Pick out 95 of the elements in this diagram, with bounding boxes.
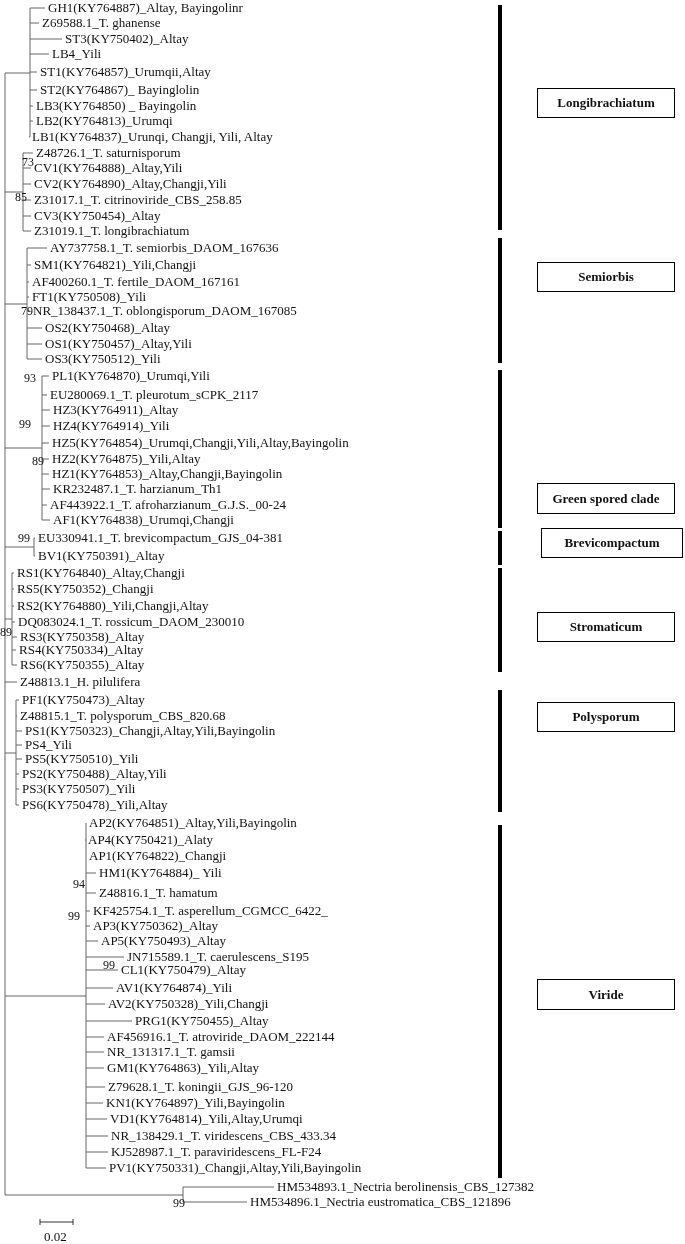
taxon-label: Z79628.1_T. koningii_GJS_96-120 bbox=[108, 1079, 293, 1095]
taxon-label: EU330941.1_T. brevicompactum_GJS_04-381 bbox=[38, 530, 283, 546]
taxon-label: NR_138437.1_T. oblongisporum_DAOM_167085 bbox=[33, 303, 297, 319]
taxon-label: CV3(KY750454)_Altay bbox=[34, 208, 161, 224]
taxon-label: CL1(KY750479)_Altay bbox=[121, 962, 246, 978]
taxon-label: HZ4(KY764914)_Yili bbox=[53, 418, 170, 434]
taxon-label: Z31019.1_T. longibrachiatum bbox=[34, 223, 190, 239]
taxon-label: HM534893.1_Nectria berolinensis_CBS_127382 bbox=[277, 1179, 535, 1195]
taxon-label: Z31017.1_T. citrinoviride_CBS_258.85 bbox=[34, 192, 242, 208]
taxon-label: HZ3(KY764911)_Altay bbox=[53, 402, 179, 418]
taxon-label: GH1(KY764887)_Altay, Bayingolinr bbox=[48, 0, 243, 16]
taxon-label: RS6(KY750355)_Altay bbox=[20, 657, 145, 673]
clade-name-box: Viride bbox=[537, 979, 675, 1010]
taxon-label: KR232487.1_T. harzianum_Th1 bbox=[53, 481, 223, 497]
taxon-label: NR_138429.1_T. viridescens_CBS_433.34 bbox=[111, 1128, 337, 1144]
taxon-label: Z48726.1_T. saturnisporum bbox=[36, 145, 181, 161]
taxon-label: HM1(KY764884)_ Yili bbox=[99, 865, 222, 881]
taxon-label: AF400260.1_T. fertile_DAOM_167161 bbox=[32, 274, 241, 290]
taxon-label: AF456916.1_T. atroviride_DAOM_222144 bbox=[107, 1029, 335, 1045]
taxon-label: HM534896.1_Nectria eustromatica_CBS_121896 bbox=[250, 1194, 511, 1210]
taxon-label: PS3(KY750507)_Yili bbox=[22, 781, 136, 797]
taxon-label: RS5(KY750352)_Changji bbox=[17, 581, 154, 597]
taxon-label: LB4_Yili bbox=[52, 46, 102, 62]
taxon-label: PV1(KY750331)_Changji,Altay,Yili,Bayingolin bbox=[109, 1160, 362, 1176]
taxon-label: RS2(KY764880)_Yili,Changji,Altay bbox=[17, 598, 209, 614]
taxon-label: KN1(KY764897)_Yili,Bayingolin bbox=[106, 1095, 285, 1111]
taxon-label: AP3(KY750362)_Altay bbox=[93, 918, 218, 934]
taxon-label: VD1(KY764814)_Yili,Altay,Urumqi bbox=[110, 1111, 303, 1127]
taxon-label: KF425754.1_T. asperellum_CGMCC_6422_ bbox=[93, 903, 328, 919]
taxon-label: NR_131317.1_T. gamsii bbox=[107, 1044, 235, 1060]
taxon-label: Z48815.1_T. polysporum_CBS_820.68 bbox=[20, 708, 226, 724]
bootstrap-value: 85 bbox=[15, 189, 27, 205]
taxon-label: AF443922.1_T. afroharzianum_G.J.S._00-24 bbox=[50, 497, 286, 513]
taxon-label: OS3(KY750512)_Yili bbox=[45, 351, 161, 367]
taxon-label: LB2(KY764813)_Urumqi bbox=[36, 113, 173, 129]
bootstrap-value: 73 bbox=[22, 154, 34, 169]
clade-name-box: Stromaticum bbox=[537, 612, 675, 642]
taxon-label: FT1(KY750508)_Yili bbox=[32, 289, 147, 305]
taxon-label: HZ1(KY764853)_Altay,Changji,Bayingolin bbox=[52, 466, 283, 482]
taxon-label: HZ2(KY764875)_Yili,Altay bbox=[52, 451, 201, 467]
taxon-label: SM1(KY764821)_Yili,Changji bbox=[34, 257, 197, 273]
taxon-label: PS5(KY750510)_Yili bbox=[25, 751, 139, 767]
taxon-label: BV1(KY750391)_Altay bbox=[38, 548, 165, 564]
taxon-label: RS3(KY750358)_Altay bbox=[20, 629, 145, 644]
bootstrap-value: 99 bbox=[68, 908, 80, 924]
taxon-label: AP5(KY750493)_Altay bbox=[101, 933, 226, 949]
taxon-label: DQ083024.1_T. rossicum_DAOM_230010 bbox=[18, 614, 245, 630]
bootstrap-value: 89 bbox=[0, 624, 12, 640]
taxon-label: PS4_Yili bbox=[25, 737, 72, 753]
taxon-label: KJ528987.1_T. paraviridescens_FL-F24 bbox=[111, 1144, 322, 1160]
taxon-label: CV1(KY764888)_Altay,Yili bbox=[34, 160, 183, 176]
taxon-label: LB1(KY764837)_Urunqi, Changji, Yili, Altay bbox=[32, 129, 273, 145]
taxon-label: PF1(KY750473)_Altay bbox=[22, 692, 145, 708]
taxon-label: GM1(KY764863)_Yili,Altay bbox=[107, 1060, 260, 1076]
bootstrap-value: 99 bbox=[103, 957, 115, 973]
clade-name-box: Brevicompactum bbox=[541, 528, 683, 558]
bootstrap-value: 99 bbox=[19, 416, 31, 432]
taxon-label: RS4(KY750334)_Altay bbox=[19, 642, 144, 658]
taxon-label: Z48816.1_T. hamatum bbox=[99, 885, 218, 901]
taxon-label: CV2(KY764890)_Altay,Changji,Yili bbox=[34, 176, 227, 192]
clade-name-box: Polysporum bbox=[537, 702, 675, 732]
bootstrap-value: 99 bbox=[173, 1195, 185, 1211]
clade-name-box: Semiorbis bbox=[537, 262, 675, 292]
taxon-label: AP4(KY750421)_Alaty bbox=[88, 832, 213, 848]
bootstrap-value: 94 bbox=[73, 876, 85, 892]
taxon-label: OS2(KY750468)_Altay bbox=[45, 320, 170, 336]
taxon-label: Z69588.1_T. ghanense bbox=[42, 15, 161, 31]
taxon-label: EU280069.1_T. pleurotum_sCPK_2117 bbox=[50, 387, 259, 403]
taxon-label: JN715589.1_T. caerulescens_S195 bbox=[127, 949, 310, 965]
taxon-label: RS1(KY764840)_Altay,Changji bbox=[17, 565, 185, 581]
taxon-label: ST1(KY764857)_Urumqii,Altay bbox=[40, 64, 211, 80]
taxon-label: AY737758.1_T. semiorbis_DAOM_167636 bbox=[50, 240, 279, 256]
clade-name-box: Longibrachiatum bbox=[537, 88, 675, 118]
bootstrap-value: 93 bbox=[24, 370, 36, 386]
clade-name-box: Green spored clade bbox=[537, 483, 675, 514]
taxon-label: ST2(KY764867)_ Bayinglolin bbox=[40, 82, 200, 98]
taxon-label: OS1(KY750457)_Altay,Yili bbox=[45, 336, 192, 352]
taxon-label: AV1(KY764874)_Yili bbox=[116, 980, 233, 996]
taxon-label: AF1(KY764838)_Urumqi,Changji bbox=[53, 512, 234, 528]
bootstrap-value: 79 bbox=[21, 304, 33, 319]
taxon-label: PRG1(KY750455)_Altay bbox=[135, 1013, 269, 1029]
taxon-label: HZ5(KY764854)_Urumqi,Changji,Yili,Altay,Bayingolin bbox=[52, 435, 349, 451]
taxon-label: AP2(KY764851)_Altay,Yili,Bayingolin bbox=[89, 815, 297, 831]
taxon-label: PS2(KY750488)_Altay,Yili bbox=[22, 766, 167, 782]
taxon-label: ST3(KY750402)_Altay bbox=[65, 31, 189, 47]
taxon-label: LB3(KY764850) _ Bayingolin bbox=[36, 98, 197, 114]
bootstrap-value: 99 bbox=[18, 530, 30, 546]
taxon-label: PS1(KY750323)_Changji,Altay,Yili,Bayingolin bbox=[25, 723, 276, 739]
scale-value: 0.02 bbox=[44, 1229, 67, 1244]
taxon-label: PS6(KY750478)_Yili,Altay bbox=[22, 797, 168, 813]
taxon-label: PL1(KY764870)_Urumqi,Yili bbox=[52, 368, 210, 384]
bootstrap-value: 89 bbox=[32, 453, 44, 469]
taxon-label: AV2(KY750328)_Yili,Changji bbox=[108, 996, 269, 1012]
taxon-label: AP1(KY764822)_Changji bbox=[89, 848, 227, 864]
taxon-label: Z48813.1_H. pilulifera bbox=[20, 674, 141, 690]
